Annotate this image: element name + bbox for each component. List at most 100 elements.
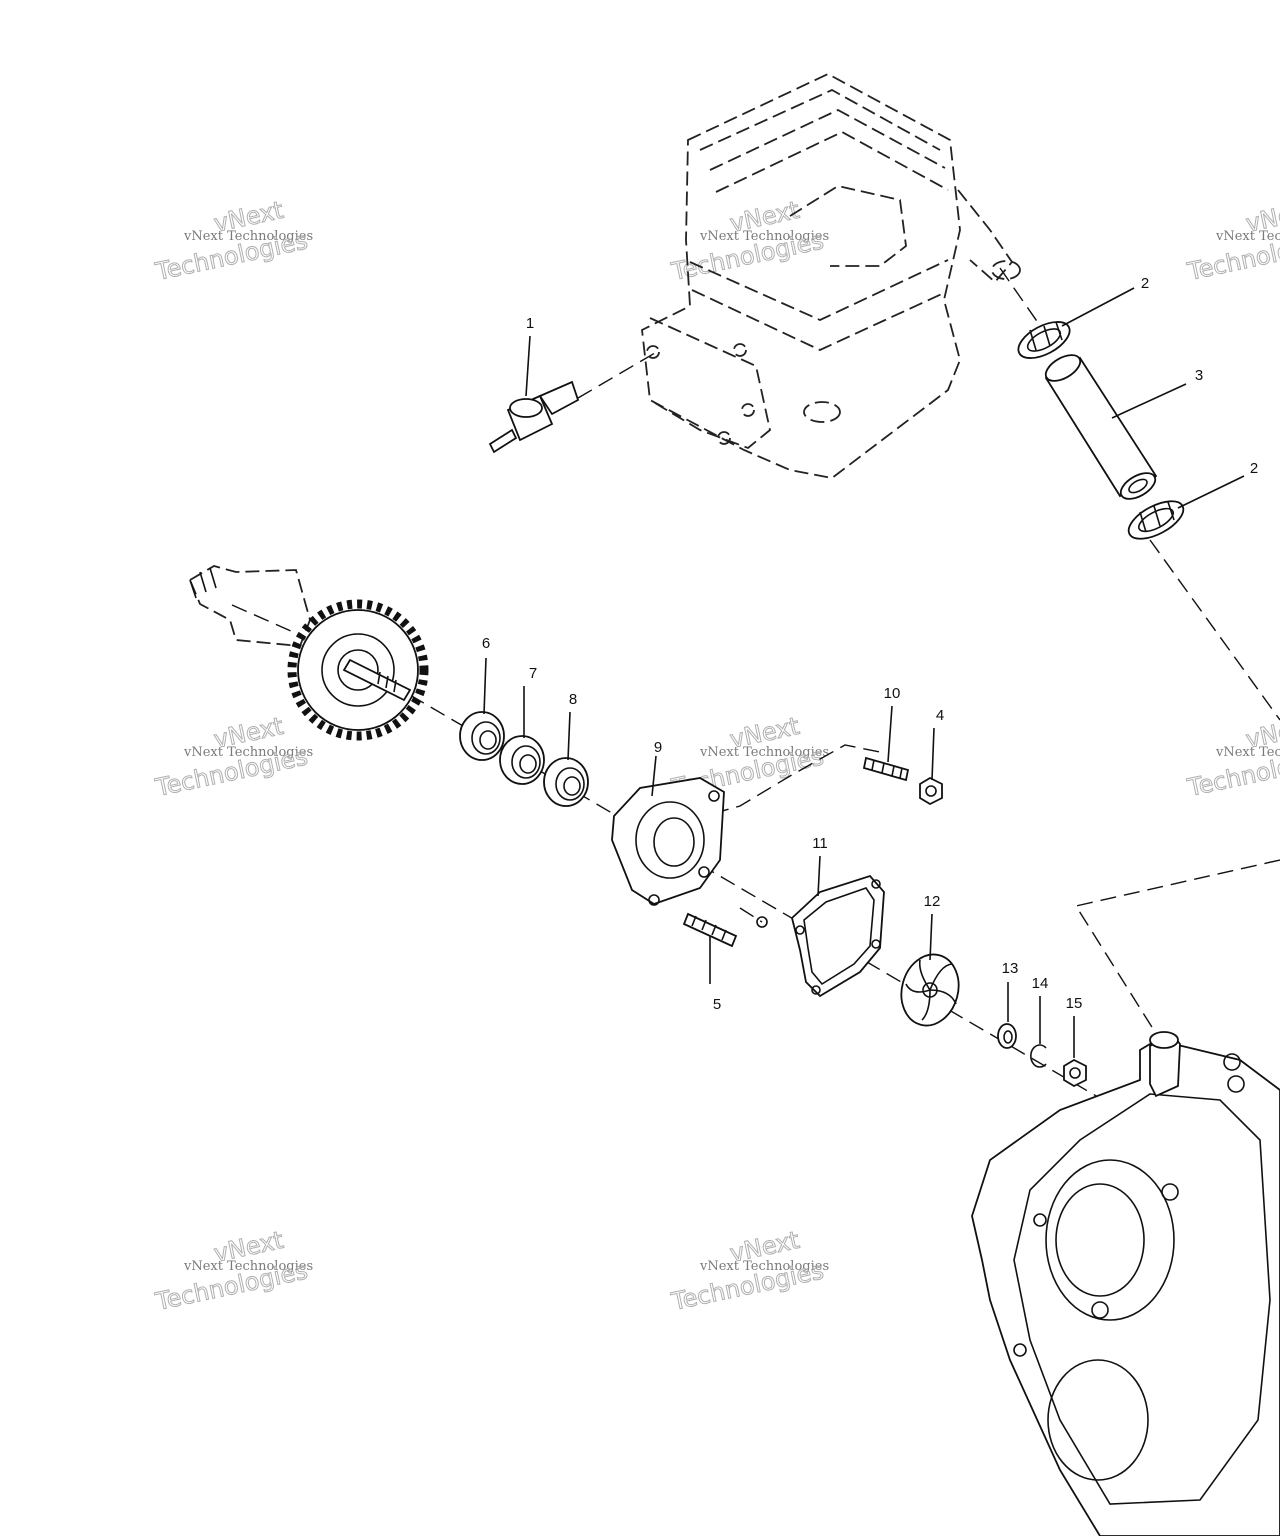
dowel-pin [756,916,768,928]
watermark-text: vNext Technologies [699,745,829,760]
housing-hole [648,894,660,906]
watermark: vNext Technologies vNext Technologies [152,711,313,802]
washer-13 [997,1023,1017,1049]
gasket-inner [803,887,875,986]
water-outlet [957,189,1014,284]
cover-hole [1033,1213,1047,1227]
water-outlet-end [991,260,1021,280]
clamp-teeth [1029,321,1063,351]
coolant-hose [1044,354,1158,500]
callout-9: 9 [654,739,662,756]
watermark: vNext Technologies vNext Technologies [152,1225,313,1316]
watermark-text: vNext [1243,712,1280,754]
bolt-hole [646,345,660,359]
shaft-spline [189,567,217,599]
callout-13: 13 [1002,960,1019,977]
cover-outline [971,1043,1280,1536]
watermark: vNext Technologies vNext Technologies [668,195,829,286]
bolt-hole [741,403,755,417]
leader-8 [567,711,571,761]
seal-bore [563,776,581,796]
washer-bore [1003,1030,1013,1044]
callout-11: 11 [812,835,828,852]
watermark: vNext Technologies vNext Technologies [152,195,313,286]
centerline [1149,539,1280,721]
centerline [231,604,301,636]
housing-bore [635,801,705,879]
nut-bore [1069,1067,1081,1079]
oil-seal-8 [543,757,589,807]
gasket-hole [871,939,881,949]
callout-15: 15 [1066,995,1083,1012]
gear-boss [337,649,379,691]
nut-bore [925,785,937,797]
stud-10 [862,756,910,782]
leader-4 [931,727,935,781]
leader-9 [651,755,657,797]
cover-bore-lower [1047,1359,1149,1481]
callout-leaders [483,287,1245,1058]
cover-bore-upper-inner [1055,1183,1145,1297]
sensor-face [509,398,543,418]
callout-10: 10 [884,685,901,702]
callout-5: 5 [713,996,721,1013]
cover-outlet-end [1149,1031,1179,1049]
bearing-6 [459,711,505,761]
cover-hole [1091,1301,1109,1319]
bolt-hole [733,343,747,357]
watermark-text: vNext Technologies [1215,745,1280,760]
callout-labels: 1 2 3 2 6 7 8 9 10 4 11 12 5 13 14 15 [482,275,1258,1013]
leader-12 [929,913,933,961]
impeller-vanes [905,959,957,1021]
housing-inner [653,817,695,867]
watermark-text: vNext Technologies [183,229,313,244]
clip-14 [1030,1044,1047,1068]
callout-2: 2 [1250,460,1258,477]
callout-12: 12 [924,893,941,910]
leader-3 [1111,383,1187,419]
clamp-teeth [1139,501,1175,533]
nut-hex [1063,1058,1087,1088]
cylinder-fin [715,130,949,193]
clip-ring [1030,1044,1047,1068]
watermark: vNext Technologies vNext Technologies [1184,711,1280,802]
callout-6: 6 [482,635,490,652]
gasket-outline [790,874,885,998]
crankcase-cover [971,1031,1280,1536]
cover-hole [1227,1075,1245,1093]
gasket-hole [811,985,821,995]
cover-hole [1223,1053,1241,1071]
gear-teeth [287,599,429,741]
temperature-sensor [488,380,580,454]
hose-clamp-lower [1127,500,1185,540]
clamp-inner [1138,507,1174,533]
seal-lip [555,767,585,801]
leader-11 [817,855,821,897]
cover-hole [1161,1183,1179,1201]
watermark-text: vNext Technologies [699,229,829,244]
hose-end-bottom [1119,472,1157,500]
sensor-thread [538,380,580,416]
centerline [1074,859,1280,1041]
bearing-7 [499,735,545,785]
centerline [577,349,661,399]
washer-outer [997,1023,1017,1049]
leader-2a [1061,287,1135,327]
watermark-text: vNext Technologies [699,1259,829,1274]
impeller-hub [922,982,938,998]
bearing-race [511,745,541,779]
bearing-bore [479,730,497,750]
housing-hole [708,790,720,802]
bolt-hole [717,431,731,445]
watermark-text: vNext Technologies [183,1259,313,1274]
impeller [900,953,960,1027]
watermark-text: vNext [1243,196,1280,238]
leader-10 [887,705,893,763]
pump-shaft [342,658,412,702]
watermark: vNext Technologies vNext Technologies [668,1225,829,1316]
gear-hub [321,633,395,707]
callout-8: 8 [569,691,577,708]
watermark: vNext Technologies vNext Technologies [1184,195,1280,286]
watermark-text: vNext Technologies [183,745,313,760]
